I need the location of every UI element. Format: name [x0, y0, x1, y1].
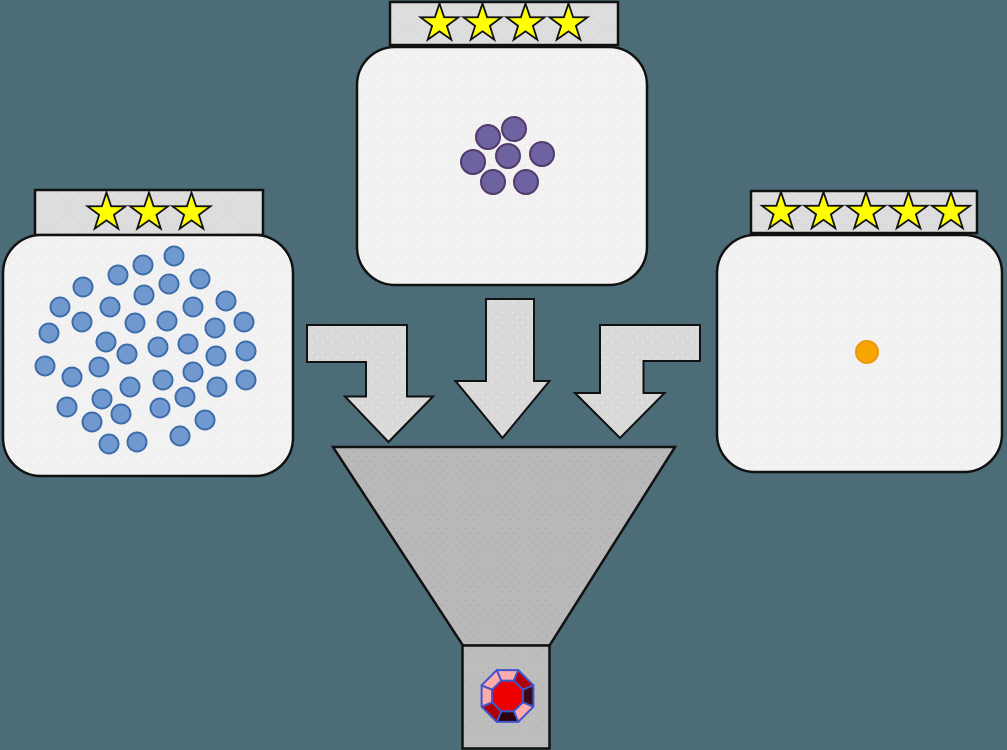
star-icon	[84, 189, 129, 231]
item-dot	[156, 310, 178, 332]
item-dot	[133, 284, 155, 306]
item-dot	[182, 361, 204, 383]
star-icon	[546, 0, 591, 42]
jars-layer	[1, 0, 1004, 478]
item-dot	[149, 397, 171, 419]
item-dot	[38, 322, 60, 344]
item-dot	[235, 340, 257, 362]
star-icon	[801, 189, 846, 231]
item-dot	[34, 355, 56, 377]
star-icon	[417, 0, 462, 42]
item-dot	[72, 276, 94, 298]
item-dot	[107, 264, 129, 286]
item-dot	[124, 312, 146, 334]
item-dot	[513, 169, 539, 195]
jar-left	[1, 188, 295, 478]
jar-middle	[355, 0, 649, 287]
item-dot	[71, 311, 93, 333]
item-dot	[460, 149, 486, 175]
item-dot	[95, 331, 117, 353]
item-dot	[81, 411, 103, 433]
item-dot	[61, 366, 83, 388]
star-icon	[503, 0, 548, 42]
star-icon	[844, 189, 888, 231]
item-dot	[132, 254, 154, 276]
item-dot	[98, 433, 120, 455]
gem-center	[491, 679, 524, 713]
item-dot	[152, 369, 174, 391]
item-dot	[205, 345, 227, 367]
item-dot	[182, 296, 204, 318]
arrow-down-middle-icon	[453, 298, 552, 440]
item-dot	[215, 290, 237, 312]
jar-right	[715, 189, 1004, 474]
star-icon	[460, 0, 505, 42]
arrow-down-right-icon	[572, 324, 701, 440]
star-icon	[759, 189, 803, 231]
item-dot	[855, 340, 879, 364]
jar-lid	[388, 0, 620, 47]
star-icon	[886, 189, 931, 231]
item-dot	[119, 376, 141, 398]
item-dot	[501, 116, 527, 142]
item-dot	[174, 386, 196, 408]
arrow-down-left-icon	[306, 324, 436, 444]
star-icon	[127, 189, 171, 231]
item-dot	[189, 268, 211, 290]
star-icon	[929, 189, 973, 231]
star-icon	[169, 189, 214, 231]
item-dot	[110, 403, 132, 425]
item-dot	[177, 333, 199, 355]
item-dot	[194, 409, 216, 431]
item-dot	[56, 396, 78, 418]
item-dot	[147, 336, 169, 358]
item-dot	[99, 296, 121, 318]
item-dot	[204, 317, 226, 339]
item-dot	[235, 369, 257, 391]
item-dot	[233, 311, 255, 333]
item-dot	[116, 343, 138, 365]
gem-icon	[480, 669, 535, 723]
item-dot	[158, 273, 180, 295]
item-dot	[169, 425, 191, 447]
item-dot	[163, 245, 185, 267]
item-dot	[529, 141, 555, 167]
item-dot	[495, 143, 521, 169]
item-dot	[480, 169, 506, 195]
item-dot	[88, 356, 110, 378]
item-dot	[475, 124, 501, 150]
item-dot	[91, 388, 113, 410]
arrows-layer	[306, 298, 701, 444]
item-dot	[206, 376, 228, 398]
funnel	[330, 445, 678, 750]
item-dot	[126, 431, 148, 453]
item-dot	[49, 296, 71, 318]
